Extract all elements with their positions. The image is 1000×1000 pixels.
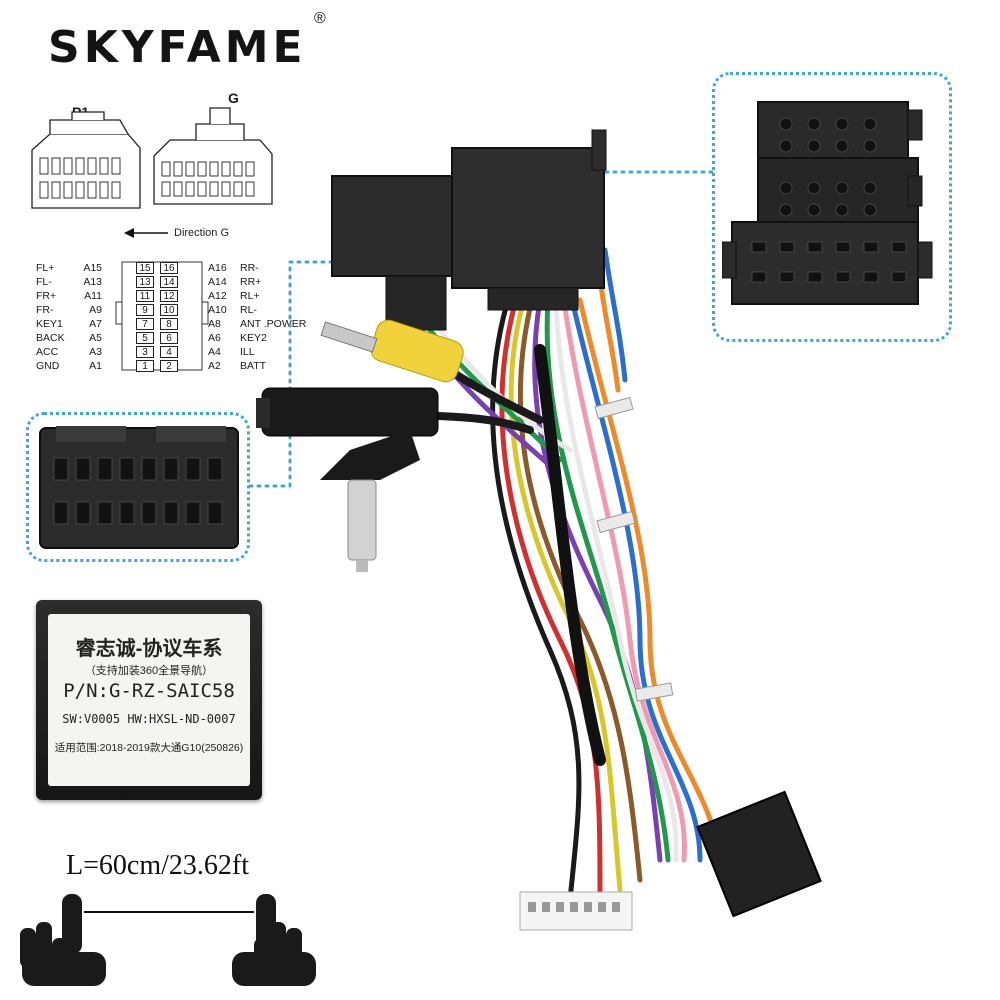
head-unit-connector-image bbox=[39, 426, 239, 549]
rca-yellow-plug bbox=[370, 319, 464, 383]
direction-label: Direction G bbox=[174, 227, 230, 239]
iso-plug-bottom bbox=[696, 790, 822, 918]
decoder-label: 睿志诚-协议车系 （支持加装360全景导航） P/N:G-RZ-SAIC58 S… bbox=[48, 614, 250, 786]
decoder-subtitle: （支持加装360全景导航） bbox=[84, 665, 214, 677]
p1-connector-drawing bbox=[31, 111, 141, 209]
brand-logo: SKYFAME bbox=[48, 22, 307, 73]
registered-mark: ® bbox=[314, 10, 326, 27]
canbus-decoder-module: 睿志诚-协议车系 （支持加装360全景导航） P/N:G-RZ-SAIC58 S… bbox=[36, 600, 262, 800]
head-unit-connector-callout bbox=[26, 412, 250, 562]
decoder-title: 睿志诚-协议车系 bbox=[75, 638, 223, 660]
connector-p1-black bbox=[331, 175, 465, 277]
g-label: G bbox=[228, 90, 239, 106]
decoder-part-number: P/N:G-RZ-SAIC58 bbox=[63, 680, 235, 702]
connector-g-black bbox=[451, 147, 605, 289]
g-connector-drawing bbox=[153, 107, 273, 205]
cable-length-label: L=60cm/23.62ft bbox=[66, 850, 249, 881]
decoder-versions: SW:V0005 HW:HXSL-ND-0007 bbox=[62, 712, 236, 726]
connector-drawings bbox=[31, 107, 273, 209]
decoder-scope: 适用范围:2018-2019款大通G10(250826) bbox=[54, 742, 244, 754]
iso-connector-image bbox=[722, 101, 933, 305]
iso-connector-callout bbox=[712, 72, 952, 342]
direction-arrow-icon bbox=[124, 228, 168, 238]
length-hands-icon bbox=[20, 894, 316, 986]
